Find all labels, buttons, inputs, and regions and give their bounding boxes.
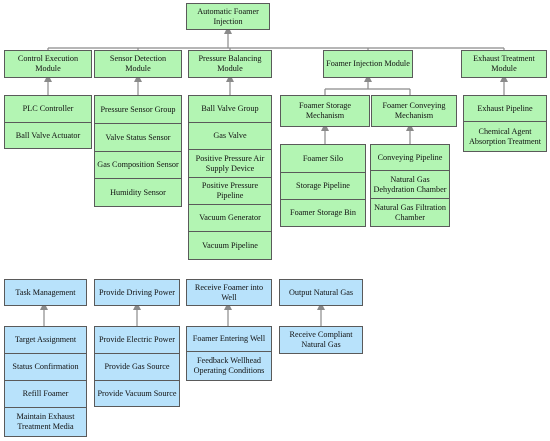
receive-items-group: Foamer Entering Well Feedback Wellhead O… — [186, 326, 272, 381]
exhaust-treatment-module: Exhaust Treatment Module — [461, 50, 547, 78]
sensor-detection-module: Sensor Detection Module — [94, 50, 182, 78]
list-item: Natural Gas Dehydration Chamber — [371, 170, 449, 198]
foamer-storage-mechanism: Foamer Storage Mechanism — [280, 95, 370, 127]
foamer-injection-module: Foamer Injection Module — [323, 50, 413, 78]
list-item: Vacuum Pipeline — [189, 231, 271, 259]
task-management-node: Task Management — [4, 279, 87, 306]
control-execution-module: Control Execution Module — [4, 50, 92, 78]
list-item: Natural Gas Filtration Chamber — [371, 198, 449, 226]
provide-driving-power-node: Provide Driving Power — [94, 279, 180, 306]
receive-compliant-gas-node: Receive Compliant Natural Gas — [279, 326, 363, 354]
list-item: Foamer Storage Bin — [281, 199, 365, 226]
task-items-group: Target Assignment Status Confirmation Re… — [4, 326, 87, 437]
list-item: Vacuum Generator — [189, 204, 271, 231]
foamer-conveying-mechanism: Foamer Conveying Mechanism — [371, 95, 457, 127]
list-item: Chemical Agent Absorption Treatment — [464, 121, 546, 151]
list-item: Positive Pressure Pipeline — [189, 177, 271, 204]
exhaust-items-group: Exhaust Pipeline Chemical Agent Absorpti… — [463, 95, 547, 152]
list-item: Positive Pressure Air Supply Device — [189, 149, 271, 177]
list-item: Pressure Sensor Group — [95, 96, 181, 123]
pressure-balancing-module: Pressure Balancing Module — [188, 50, 272, 78]
control-items-group: PLC Controller Ball Valve Actuator — [4, 95, 92, 149]
list-item: Conveying Pipeline — [371, 145, 449, 170]
list-item: Feedback Wellhead Operating Conditions — [187, 351, 271, 380]
list-item: Provide Electric Power — [95, 327, 179, 353]
list-item: Provide Gas Source — [95, 353, 179, 380]
output-natural-gas-node: Output Natural Gas — [279, 279, 363, 306]
list-item: Ball Valve Actuator — [5, 122, 91, 148]
list-item: Exhaust Pipeline — [464, 96, 546, 121]
pressure-items-group: Ball Valve Group Gas Valve Positive Pres… — [188, 95, 272, 260]
list-item: Gas Valve — [189, 122, 271, 149]
receive-foamer-node: Receive Foamer into Well — [186, 279, 272, 306]
storage-items-group: Foamer Silo Storage Pipeline Foamer Stor… — [280, 144, 366, 227]
list-item: Foamer Entering Well — [187, 327, 271, 351]
conveying-items-group: Conveying Pipeline Natural Gas Dehydrati… — [370, 144, 450, 227]
list-item: Status Confirmation — [5, 353, 86, 380]
power-items-group: Provide Electric Power Provide Gas Sourc… — [94, 326, 180, 407]
list-item: Humidity Sensor — [95, 178, 181, 206]
list-item: PLC Controller — [5, 96, 91, 122]
list-item: Storage Pipeline — [281, 172, 365, 199]
list-item: Refill Foamer — [5, 380, 86, 407]
list-item: Foamer Silo — [281, 145, 365, 172]
list-item: Maintain Exhaust Treatment Media — [5, 407, 86, 436]
sensor-items-group: Pressure Sensor Group Valve Status Senso… — [94, 95, 182, 207]
list-item: Provide Vacuum Source — [95, 380, 179, 406]
list-item: Gas Composition Sensor — [95, 151, 181, 178]
list-item: Valve Status Sensor — [95, 123, 181, 151]
list-item: Target Assignment — [5, 327, 86, 353]
list-item: Ball Valve Group — [189, 96, 271, 122]
root-node: Automatic Foamer Injection — [186, 3, 270, 30]
